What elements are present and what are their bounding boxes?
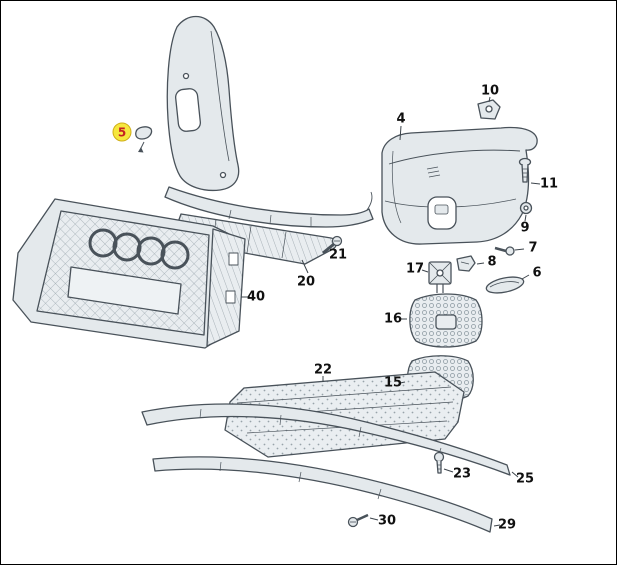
part-40-grille-drawing [12, 198, 246, 349]
part-9-grommet-drawing [519, 201, 533, 215]
part-30-screw-drawing [347, 513, 369, 528]
part-label-20: 20 [296, 274, 316, 290]
part-16-grille-insert-drawing [409, 293, 483, 348]
part-label-10: 10 [480, 83, 500, 99]
part-8-clip-drawing [456, 255, 476, 272]
lower-molding-strip-drawing [164, 186, 374, 228]
part-label-30: 30 [377, 513, 397, 529]
part-17-retainer-drawing [428, 261, 452, 293]
part-11-screw-drawing [518, 157, 532, 183]
part-label-29: 29 [497, 517, 517, 533]
part-5-cap-drawing [135, 126, 153, 153]
part-7-bolt-drawing [494, 246, 515, 256]
part-label-17: 17 [405, 261, 425, 277]
upper-side-panel-drawing [166, 15, 240, 192]
part-25-spoiler-drawing [141, 403, 511, 476]
part-21-screw-drawing [322, 235, 343, 255]
part-4-bumper-cover-drawing [381, 126, 538, 245]
part-label-16: 16 [383, 311, 403, 327]
part-label-25: 25 [515, 471, 535, 487]
part-6-cover-drawing [485, 276, 525, 294]
part-label-6: 6 [532, 265, 542, 281]
part-label-11: 11 [539, 176, 559, 192]
part-label-22: 22 [313, 362, 333, 378]
part-label-7: 7 [528, 240, 538, 256]
part-label-21: 21 [328, 247, 348, 263]
part-label-9: 9 [520, 220, 530, 236]
part-label-40: 40 [246, 289, 266, 305]
part-23-screw-drawing [433, 451, 445, 474]
leader-lines [241, 96, 541, 527]
audi-rings-icon [88, 228, 190, 270]
part-label-4: 4 [396, 111, 406, 127]
part-label-23: 23 [452, 466, 472, 482]
part-label-5: 5 [112, 122, 132, 142]
part-label-8: 8 [487, 254, 497, 270]
part-29-spoiler-drawing [152, 456, 493, 533]
part-10-bracket-drawing [477, 99, 501, 120]
part-label-15: 15 [383, 375, 403, 391]
